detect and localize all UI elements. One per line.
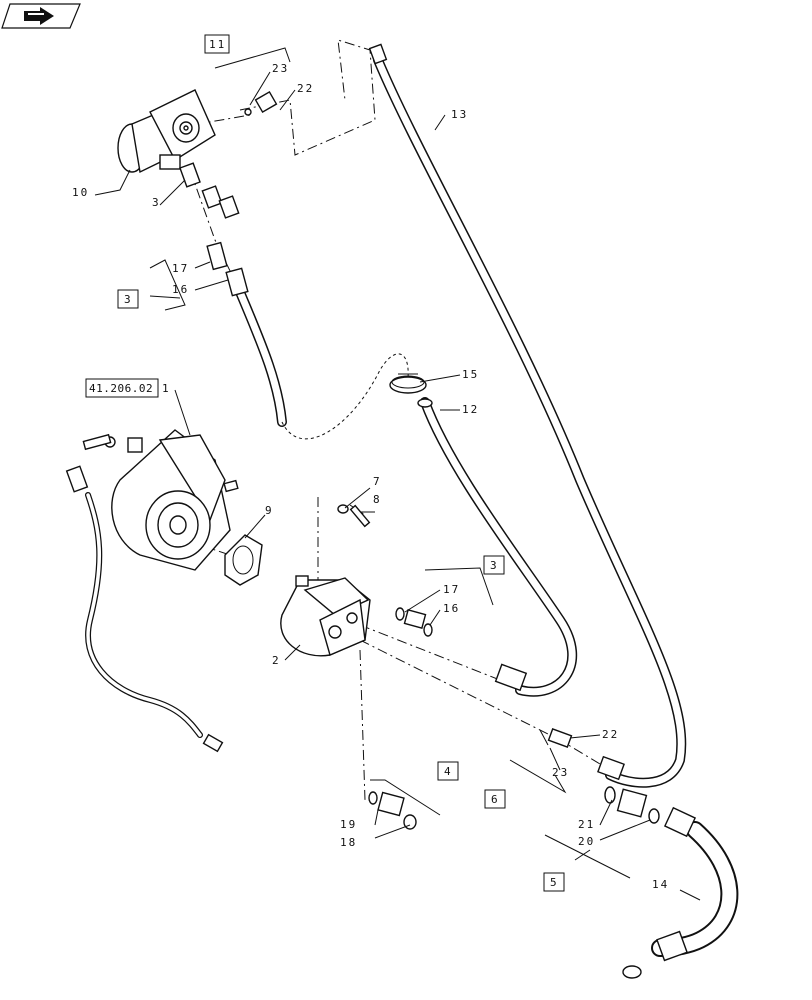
hose-12 — [417, 397, 578, 697]
clamp-15 — [389, 373, 427, 394]
label-8: 8 — [373, 493, 382, 506]
label-16-mid: 16 — [443, 602, 460, 615]
fittings-22-23-upper — [244, 90, 278, 116]
label-2: 2 — [272, 654, 281, 667]
label-20: 20 — [578, 835, 595, 848]
label-17-mid: 17 — [443, 583, 460, 596]
gearbox-1 — [82, 429, 239, 571]
callout-box-41-206-02-text: 41.206.02 — [89, 382, 153, 395]
fittings-20-21 — [604, 786, 660, 824]
tube-left — [65, 465, 224, 753]
hose-14 — [622, 806, 739, 979]
callout-box-6-text: 6 — [491, 793, 500, 806]
label-15: 15 — [462, 368, 479, 381]
callout-box-3-mid-text: 3 — [490, 559, 499, 572]
label-22-low: 22 — [602, 728, 619, 741]
next-page-arrow-icon[interactable] — [1, 3, 81, 29]
callout-box-4-text: 4 — [444, 765, 453, 778]
label-16-top: 16 — [172, 283, 189, 296]
fittings-22-23-lower — [539, 728, 625, 781]
fittings-18-19 — [368, 791, 417, 830]
label-7: 7 — [373, 475, 382, 488]
steering-unit-10 — [117, 89, 216, 174]
gasket-9 — [224, 534, 263, 586]
fittings-16-17-mid — [395, 607, 433, 637]
label-23-top: 23 — [272, 62, 289, 75]
label-13: 13 — [451, 108, 468, 121]
pump-2 — [280, 575, 371, 657]
callout-box-3-top-text: 3 — [124, 293, 133, 306]
callout-box-11[interactable]: 11 — [204, 34, 230, 54]
label-23-low: 23 — [552, 766, 569, 779]
callout-box-4[interactable]: 4 — [437, 761, 459, 781]
label-3: 3 — [152, 196, 161, 209]
washer-7-bolt-8 — [337, 504, 371, 528]
callout-box-11-text: 11 — [209, 38, 226, 51]
label-14: 14 — [652, 878, 669, 891]
label-19: 19 — [340, 818, 357, 831]
callout-box-3-mid[interactable]: 3 — [483, 555, 505, 575]
callout-box-6[interactable]: 6 — [484, 789, 506, 809]
label-10: 10 — [72, 186, 89, 199]
label-21: 21 — [578, 818, 595, 831]
label-22-top: 22 — [297, 82, 314, 95]
callout-box-5-text: 5 — [550, 876, 559, 889]
callout-box-41-206-02[interactable]: 41.206.02 — [85, 378, 159, 398]
label-9: 9 — [265, 504, 274, 517]
label-12: 12 — [462, 403, 479, 416]
fittings-3 — [179, 162, 240, 271]
label-17-top: 17 — [172, 262, 189, 275]
hose-upper-left — [225, 267, 409, 440]
item-labels: 23 22 13 10 3 17 16 15 12 1 7 8 9 17 16 … — [72, 62, 669, 891]
hose-13 — [368, 43, 687, 788]
leader-lines — [94, 47, 701, 901]
label-18: 18 — [340, 836, 357, 849]
label-1: 1 — [162, 382, 171, 395]
callout-box-3-top[interactable]: 3 — [117, 289, 139, 309]
callout-box-5[interactable]: 5 — [543, 872, 565, 892]
